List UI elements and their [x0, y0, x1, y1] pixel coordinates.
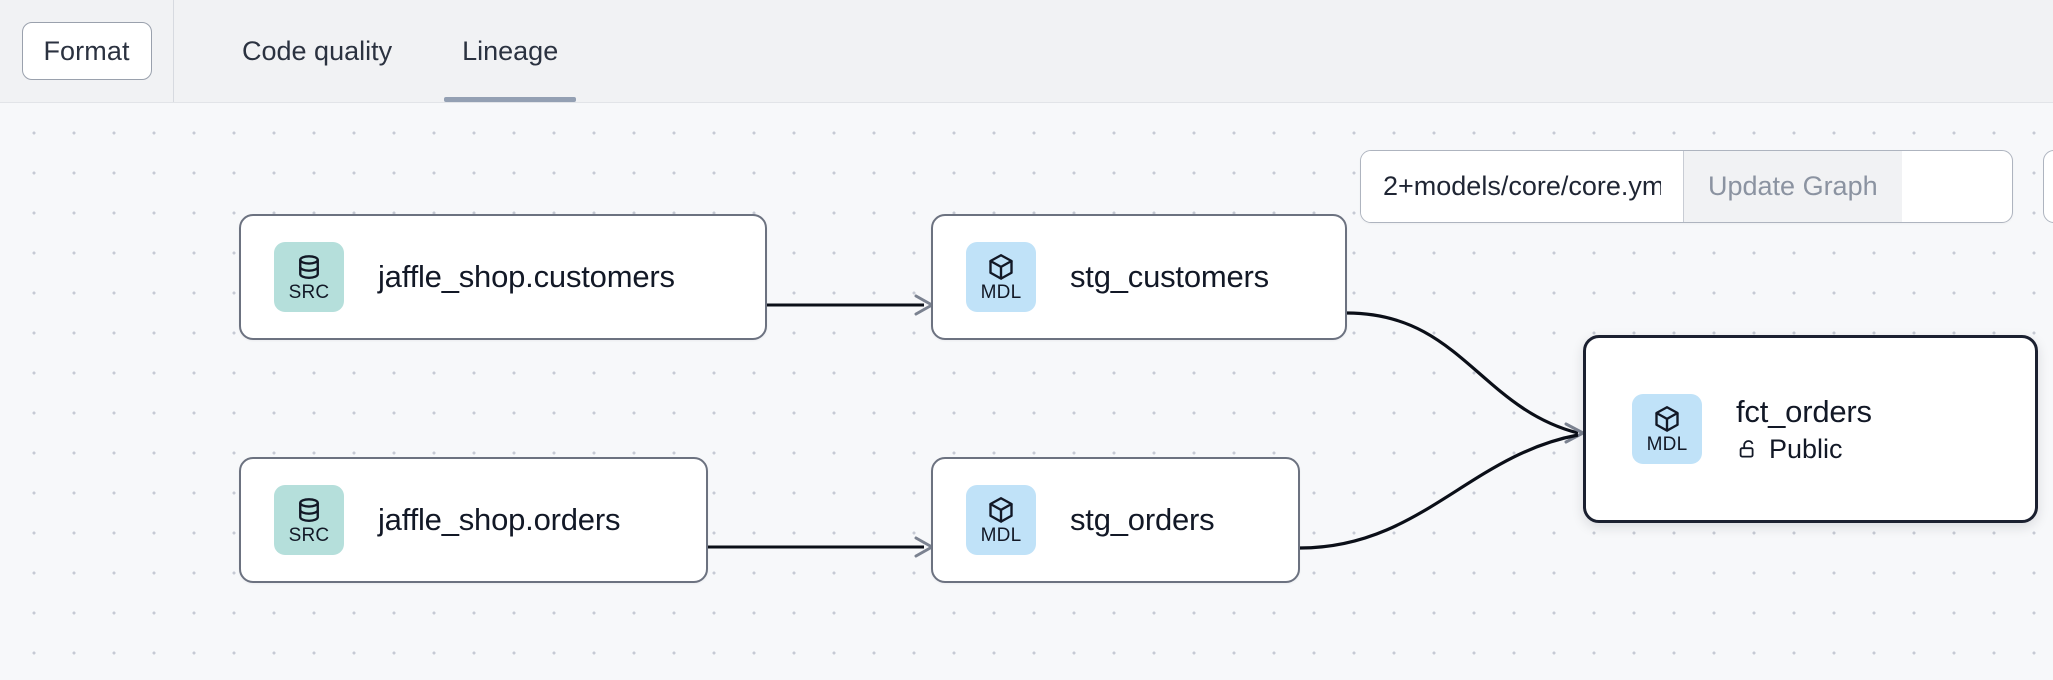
badge-src: SRC [274, 485, 344, 555]
badge-mdl: MDL [1632, 394, 1702, 464]
node-title: fct_orders [1736, 393, 1872, 429]
edge-src-orders-to-stg-orders [707, 536, 934, 558]
lineage-node-src-orders[interactable]: SRC jaffle_shop.orders [239, 457, 708, 583]
node-title: jaffle_shop.customers [378, 259, 675, 294]
badge-mdl: MDL [966, 485, 1036, 555]
badge-mdl: MDL [966, 242, 1036, 312]
unlock-icon [1739, 440, 1754, 458]
badge-src-label: SRC [288, 282, 330, 303]
edge-src-customers-to-stg-customers [766, 294, 934, 316]
node-body: stg_customers [1070, 259, 1269, 295]
badge-mdl-label: MDL [1646, 434, 1688, 455]
lineage-canvas[interactable]: SRC jaffle_shop.customers SRC jaffle_sho… [0, 103, 2053, 680]
node-title: stg_customers [1070, 259, 1269, 294]
node-title: jaffle_shop.orders [378, 502, 621, 537]
cube-icon [1655, 406, 1679, 432]
tab-bar: Code quality Lineage [174, 0, 577, 102]
tab-lineage[interactable]: Lineage [444, 0, 577, 102]
badge-mdl-label: MDL [980, 525, 1022, 546]
badge-src: SRC [274, 242, 344, 312]
badge-mdl-label: MDL [980, 282, 1022, 303]
format-button[interactable]: Format [21, 22, 152, 80]
tab-lineage-label: Lineage [462, 35, 559, 66]
tab-code-quality-label: Code quality [242, 35, 393, 66]
node-title: stg_orders [1070, 502, 1215, 537]
lineage-node-src-customers[interactable]: SRC jaffle_shop.customers [239, 214, 767, 340]
cube-icon [989, 254, 1013, 280]
node-body: fct_orders Public [1736, 394, 1872, 465]
node-body: stg_orders [1070, 502, 1215, 538]
cube-icon [989, 497, 1013, 523]
lineage-node-fct-orders[interactable]: MDL fct_orders Public [1583, 335, 2038, 523]
tab-active-underline [444, 97, 577, 102]
node-body: jaffle_shop.orders [378, 502, 620, 538]
tab-code-quality[interactable]: Code quality [240, 0, 394, 102]
lineage-node-stg-orders[interactable]: MDL stg_orders [931, 457, 1300, 583]
update-graph-button[interactable]: Update Graph [1683, 151, 1902, 222]
edge-stg-orders-to-fct-orders [1299, 433, 1579, 550]
database-icon [299, 255, 319, 279]
editor-header: Format Code quality Lineage [0, 0, 2053, 103]
node-body: jaffle_shop.customers [378, 259, 675, 295]
node-visibility-label: Public [1769, 433, 1843, 464]
graph-selector-input[interactable] [1361, 151, 1683, 222]
edge-stg-customers-to-fct-orders [1346, 311, 1585, 444]
graph-options-panel-edge[interactable] [2043, 150, 2053, 223]
lineage-node-stg-customers[interactable]: MDL stg_customers [931, 214, 1347, 340]
graph-selector-control: Update Graph [1360, 150, 2013, 223]
database-icon [299, 498, 319, 522]
node-visibility: Public [1736, 434, 1872, 465]
format-button-zone: Format [0, 0, 174, 102]
badge-src-label: SRC [288, 525, 330, 546]
